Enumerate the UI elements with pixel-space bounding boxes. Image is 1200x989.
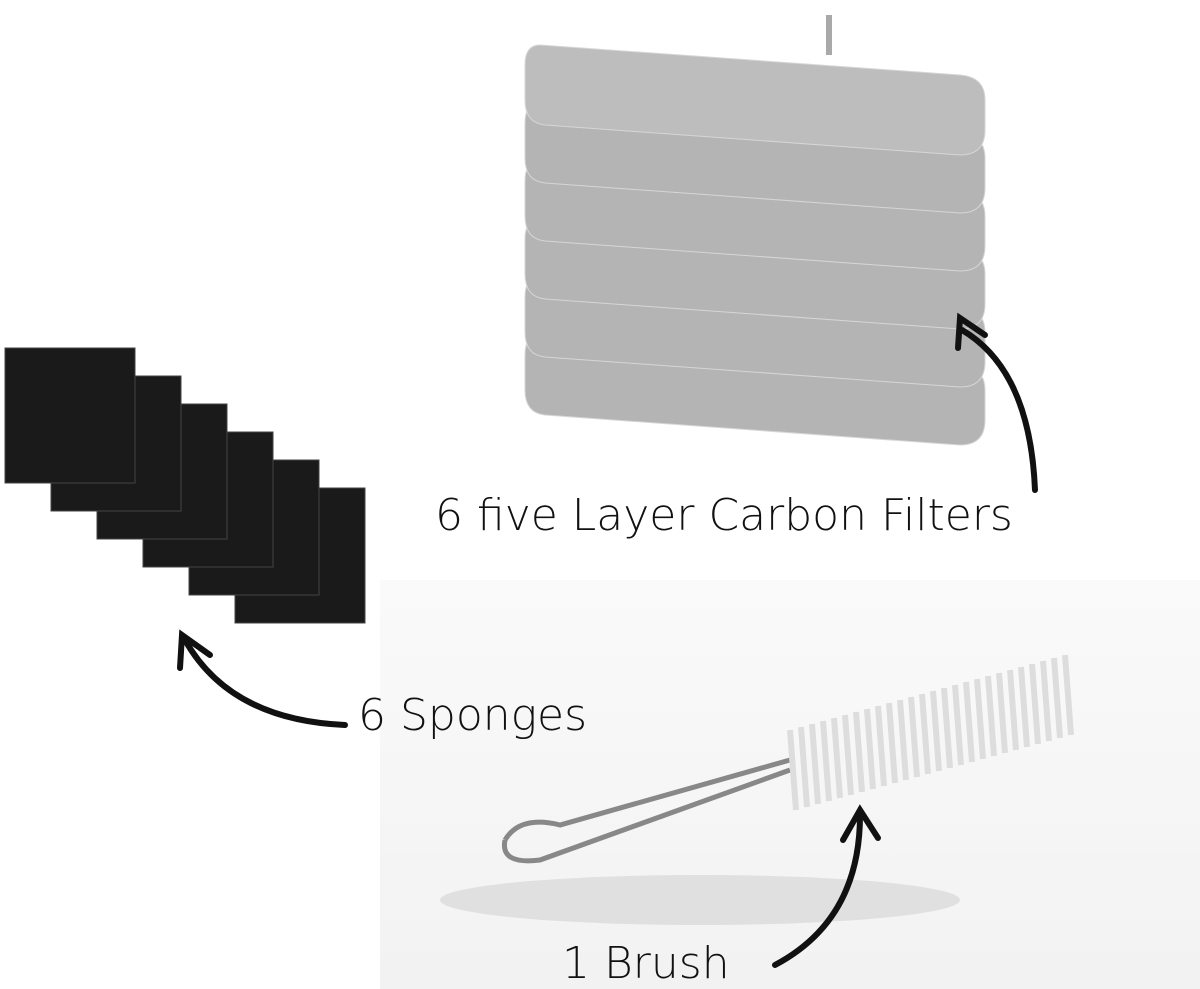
brush-bristle: [842, 714, 854, 796]
brush-bristle: [996, 672, 1008, 754]
brush-bristle: [963, 681, 975, 763]
brush-arrow-icon: [772, 812, 863, 968]
brush-bristle: [886, 702, 898, 784]
filters-label: 6 five Layer Carbon Filters: [435, 490, 1013, 541]
brush-bristle: [809, 723, 821, 805]
sponges-label: 6 Sponges: [358, 690, 588, 741]
brush-bristle: [1007, 669, 1019, 751]
brush-bristle: [798, 726, 810, 808]
arrows: [177, 312, 1038, 968]
brush-bristle: [930, 690, 942, 772]
brush-bristle: [985, 675, 997, 757]
filters-arrow-icon: [959, 327, 1038, 493]
brush-bristle: [908, 696, 920, 778]
brush-bristle: [974, 678, 986, 760]
brush-bristle: [1062, 654, 1074, 736]
brush-bristle: [941, 687, 953, 769]
brush-bristle: [897, 699, 909, 781]
brush-bristle: [875, 705, 887, 787]
brush-bristle: [919, 693, 931, 775]
brush-bristle: [1040, 660, 1052, 742]
carbon-filters-stack: [524, 15, 986, 446]
brush-label: 1 Brush: [562, 938, 730, 989]
brush-bristle: [1018, 666, 1030, 748]
brush-bristle: [831, 717, 843, 799]
brush-bristle: [952, 684, 964, 766]
sponges-group: [4, 347, 366, 624]
brush-bristle: [864, 708, 876, 790]
sponge: [4, 347, 136, 484]
brush-bristle: [1029, 663, 1041, 745]
brush-bristle: [853, 711, 865, 793]
sponges-arrow-icon: [182, 637, 348, 728]
brush-bristle: [1051, 657, 1063, 739]
brush-background: [380, 580, 1200, 989]
brush-image: [440, 654, 1074, 925]
brush-bristle: [820, 720, 832, 802]
brush-bristle: [787, 729, 799, 811]
carbon-filter: [524, 44, 986, 156]
